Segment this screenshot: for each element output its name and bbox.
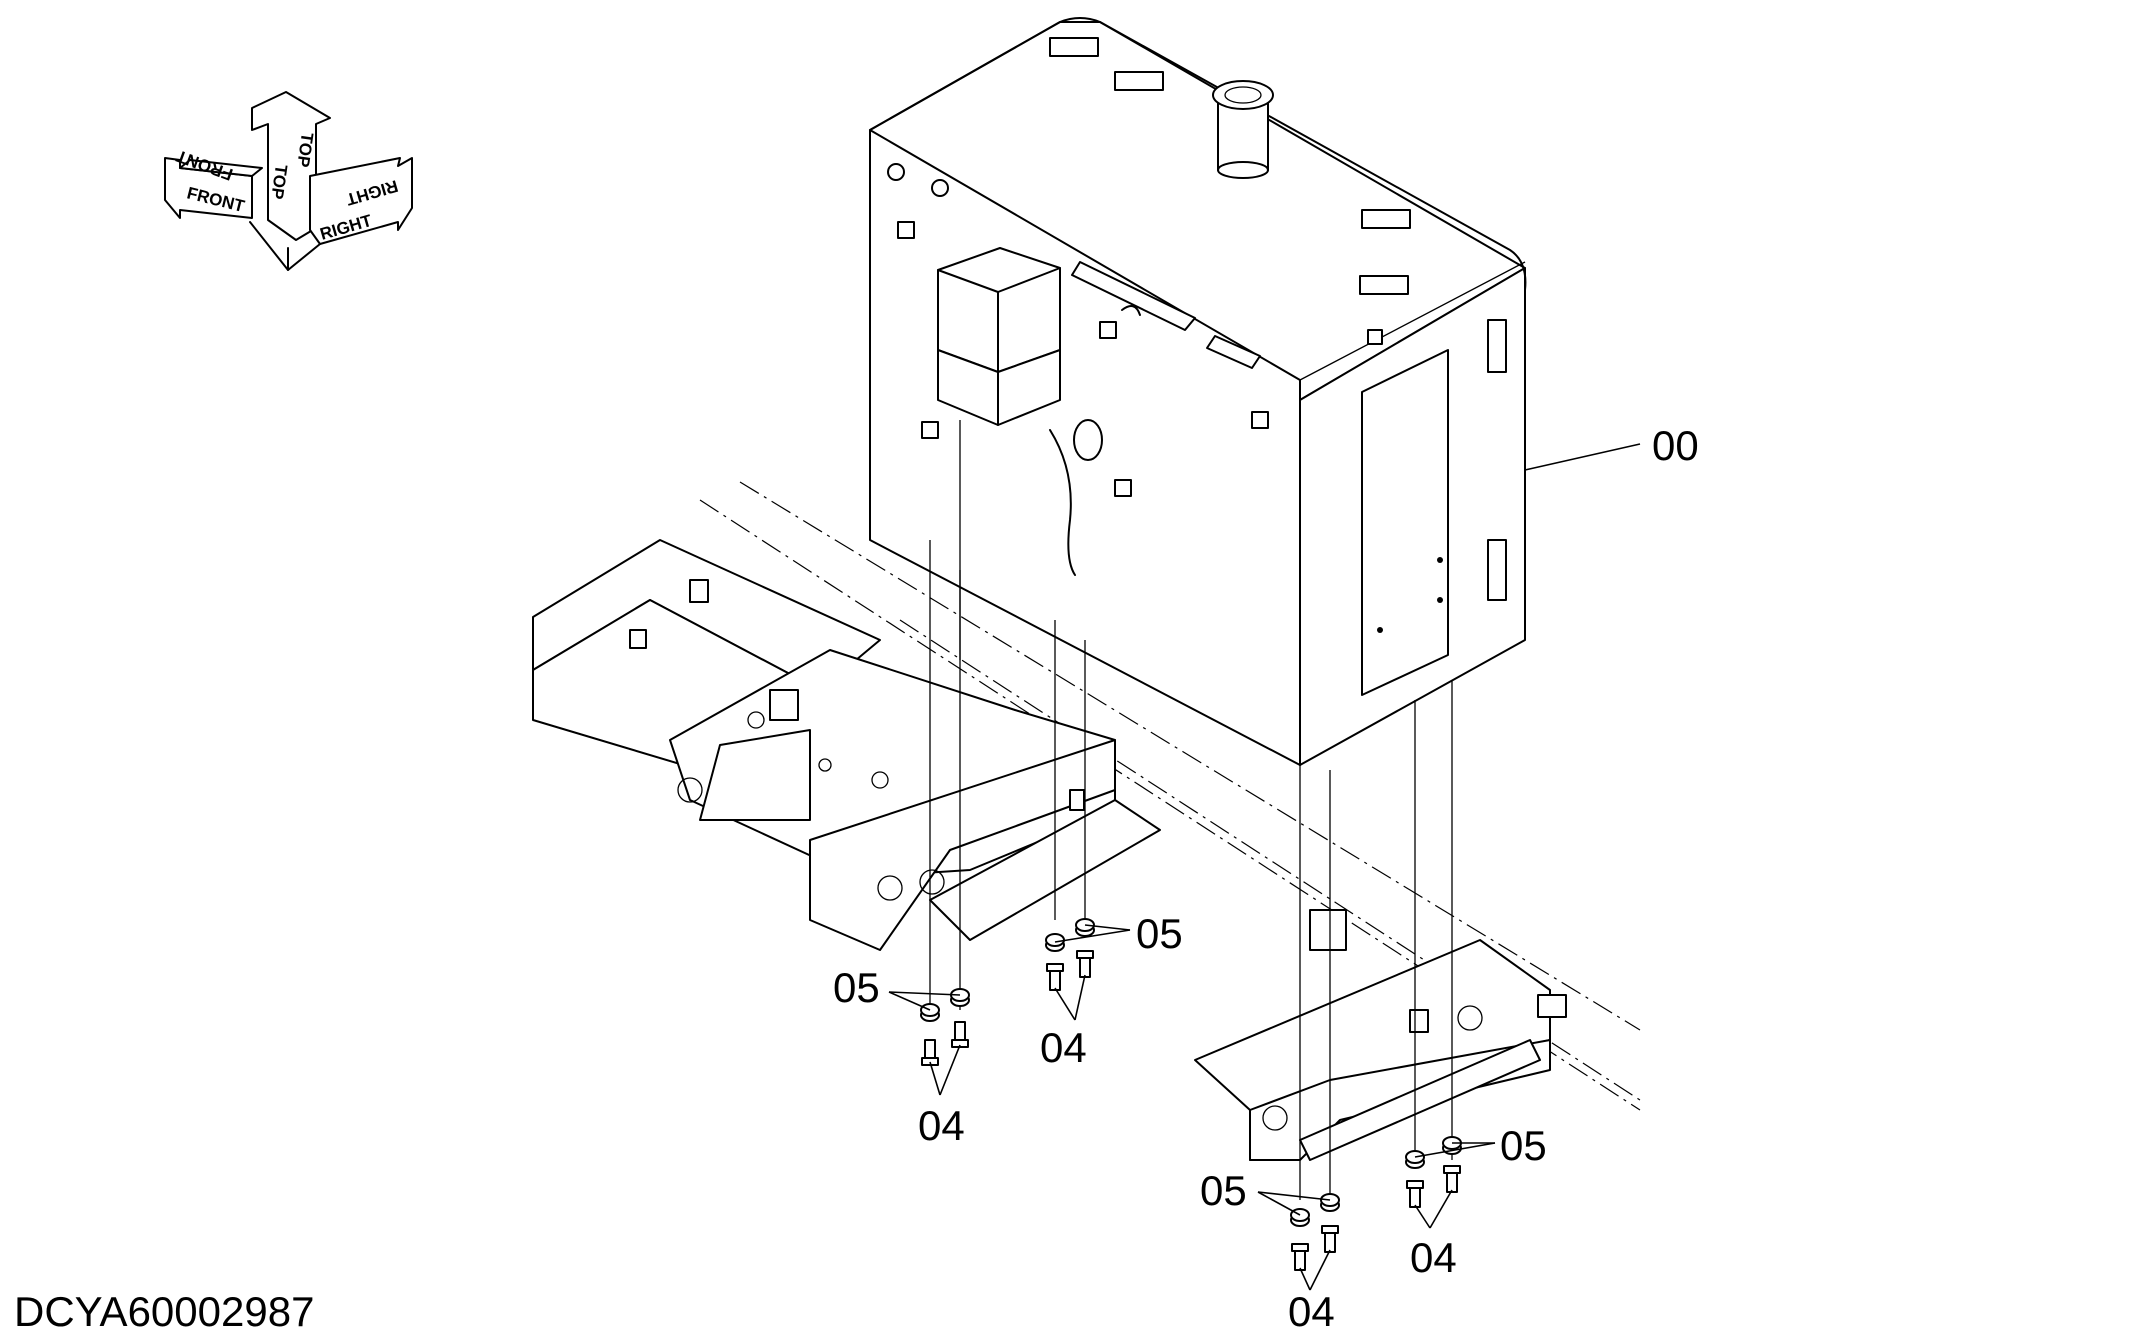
bracket-icon — [1537, 994, 1567, 1018]
washer-icon — [1290, 1208, 1310, 1227]
hydraulic-tank — [869, 17, 1527, 766]
orientation-top-label-2: TOP — [293, 131, 317, 168]
drawing-code: DCYA60002987 — [14, 1288, 314, 1335]
fasteners — [920, 918, 1462, 1271]
callout-bolt-bottom: 04 — [1288, 1288, 1335, 1335]
side-bracket-icon — [1487, 539, 1507, 601]
callout-bolt-left: 04 — [918, 1102, 965, 1149]
clip-icon — [1251, 411, 1269, 429]
washer-icon — [1045, 933, 1065, 952]
clip-icon — [897, 221, 915, 239]
callout-bolt-right: 04 — [1410, 1234, 1457, 1281]
bolt-icon — [921, 1039, 939, 1066]
bracket-icon — [689, 579, 709, 603]
bolt-icon — [1046, 963, 1064, 991]
lifting-lug-icon — [1361, 209, 1411, 229]
frame-hole-icon — [747, 711, 765, 729]
washer-icon — [1405, 1150, 1425, 1169]
sensor-box-icon — [937, 247, 1061, 426]
frame-hole-icon — [919, 869, 945, 895]
mounting-lines — [929, 420, 1453, 1200]
callout-washer-right: 05 — [1500, 1122, 1547, 1169]
frame-hole-icon — [677, 777, 703, 803]
callout-tank: 00 — [1652, 422, 1699, 469]
orientation-top-label: TOP — [267, 163, 291, 200]
leader-lines — [888, 443, 1641, 1291]
bracket-icon — [1309, 909, 1347, 951]
frame-hole-icon — [818, 758, 832, 772]
clip-icon — [921, 421, 939, 439]
front-arrow-icon — [164, 157, 263, 219]
frame-hole-icon — [871, 771, 889, 789]
bracket-icon — [1069, 789, 1085, 811]
clip-icon — [1099, 321, 1117, 339]
orientation-symbol: FRONT FRONT TOP TOP RIGHT RIGHT — [164, 91, 413, 271]
right-frame-assembly — [1194, 909, 1567, 1161]
port-icon — [931, 179, 949, 197]
bolt-icon — [1291, 1243, 1309, 1271]
filler-cap-icon — [1212, 80, 1274, 179]
bracket-icon — [769, 689, 799, 721]
washer-icon — [920, 1003, 940, 1022]
bolt-icon — [951, 1021, 969, 1048]
bolt-icon — [1406, 1180, 1424, 1208]
lifting-lug-icon — [1049, 37, 1099, 57]
bolt-icon — [1321, 1225, 1339, 1253]
port-icon — [887, 163, 905, 181]
frame-hole-icon — [1262, 1105, 1288, 1131]
washer-icon — [1320, 1193, 1340, 1212]
bracket-icon — [629, 629, 647, 649]
clip-icon — [1367, 329, 1383, 345]
clip-icon — [1114, 479, 1132, 497]
callout-washer-left: 05 — [833, 964, 880, 1011]
left-frame-assembly — [532, 539, 1161, 951]
bracket-icon — [1409, 1009, 1429, 1033]
bolt-icon — [1076, 950, 1094, 978]
washer-icon — [1075, 918, 1095, 937]
right-arrow-icon — [309, 157, 413, 245]
callout-washer-center: 05 — [1136, 910, 1183, 957]
lifting-lug-icon — [1114, 71, 1164, 91]
frame-hole-icon — [877, 875, 903, 901]
callout-bolt-center: 04 — [1040, 1024, 1087, 1071]
level-gauge-icon — [1073, 419, 1103, 461]
frame-hole-icon — [1457, 1005, 1483, 1031]
side-bracket-icon — [1487, 319, 1507, 373]
washer-icon — [950, 988, 970, 1007]
callout-washer-bottom: 05 — [1200, 1167, 1247, 1214]
lifting-lug-icon — [1359, 275, 1409, 295]
bolt-icon — [1443, 1165, 1461, 1193]
